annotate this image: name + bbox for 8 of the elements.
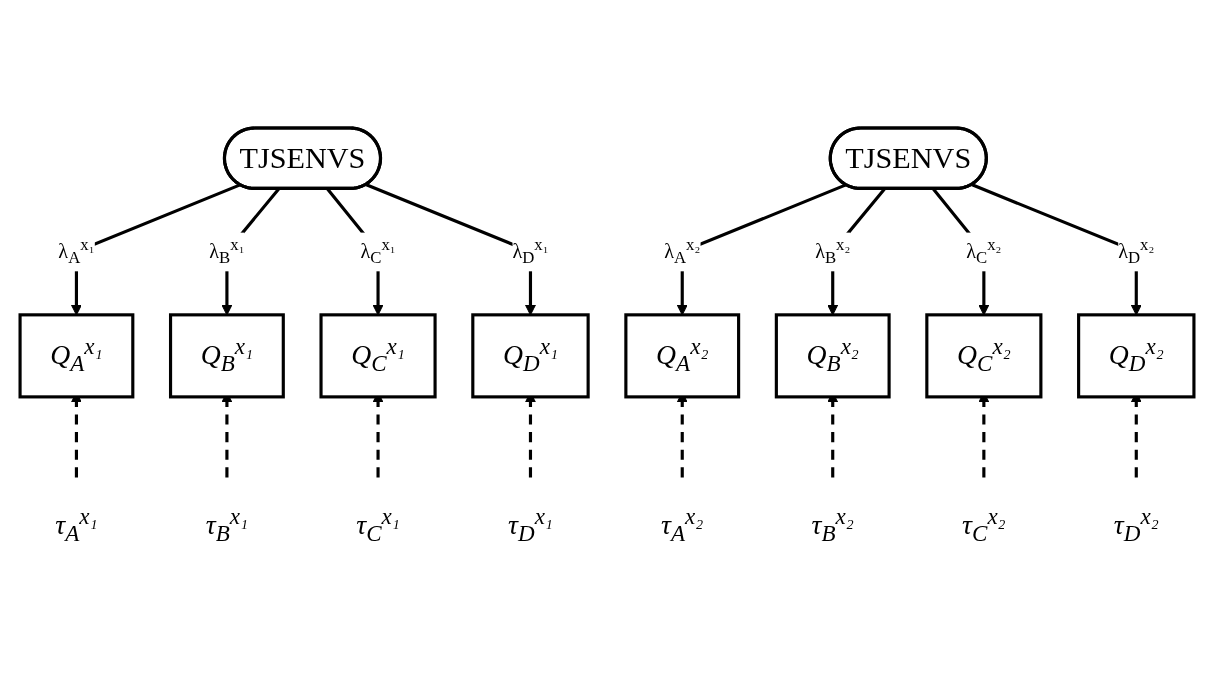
node-box bbox=[624, 313, 741, 399]
node-box bbox=[774, 313, 891, 399]
node-box bbox=[471, 313, 590, 399]
node-box bbox=[18, 313, 135, 399]
node-box bbox=[925, 313, 1043, 399]
node-box bbox=[319, 313, 437, 399]
node-box bbox=[168, 313, 285, 399]
node-box bbox=[1077, 313, 1196, 399]
